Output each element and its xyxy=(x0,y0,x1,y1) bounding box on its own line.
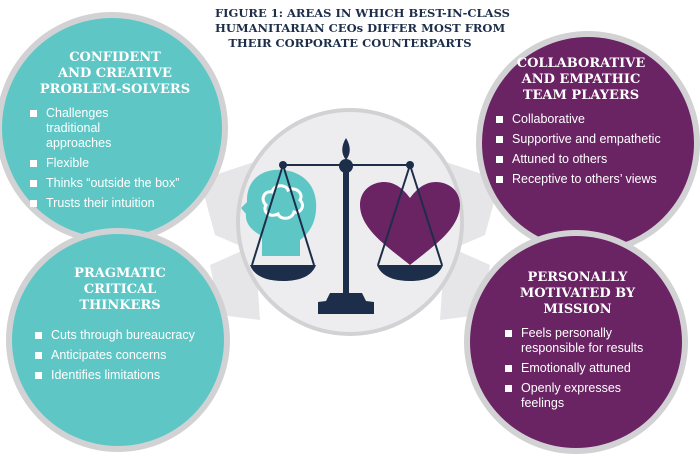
bullet-icon xyxy=(30,110,37,117)
bullet-icon xyxy=(35,352,42,359)
bullet-icon xyxy=(496,176,503,183)
bullet-icon xyxy=(505,330,512,337)
list-item: Identifies limitations xyxy=(35,368,205,383)
circle-bottom-right xyxy=(470,236,682,448)
bullet-icon xyxy=(505,365,512,372)
list-item: Receptive to others’ views xyxy=(496,172,676,187)
list-item: Supportive and empathetic xyxy=(496,132,676,147)
list-item: Anticipates concerns xyxy=(35,348,205,363)
left-pan xyxy=(250,265,316,281)
bullet-icon xyxy=(35,332,42,339)
list-item: Emotionally attuned xyxy=(505,361,670,376)
bullet-icon xyxy=(30,200,37,207)
bullet-icon xyxy=(30,180,37,187)
list-item: Openly expresses feelings xyxy=(505,381,641,411)
list-item: Attuned to others xyxy=(496,152,676,167)
bullet-icon xyxy=(35,372,42,379)
list-item: Flexible xyxy=(30,156,200,171)
list-item: Thinks “outside the box” xyxy=(30,176,200,191)
bullet-icon xyxy=(505,385,512,392)
list-item: Challenges traditional approaches xyxy=(30,106,166,151)
scale-icon xyxy=(241,138,460,314)
bullet-icon xyxy=(496,136,503,143)
list-item: Collaborative xyxy=(496,112,676,127)
bullet-icon xyxy=(30,160,37,167)
brain-icon xyxy=(261,184,304,220)
circle-top-right xyxy=(482,37,694,249)
right-pan xyxy=(377,265,443,281)
list-item: Trusts their intuition xyxy=(30,196,200,211)
list-item: Feels personally responsible for results xyxy=(505,326,670,356)
bullet-icon xyxy=(496,156,503,163)
bullet-icon xyxy=(496,116,503,123)
circle-top-left xyxy=(2,18,222,238)
circle-bottom-left xyxy=(12,234,224,446)
figure-title: FIGURE 1: AREAS IN WHICH BEST-IN-CLASS H… xyxy=(215,6,510,50)
list-item: Cuts through bureaucracy xyxy=(35,328,205,343)
